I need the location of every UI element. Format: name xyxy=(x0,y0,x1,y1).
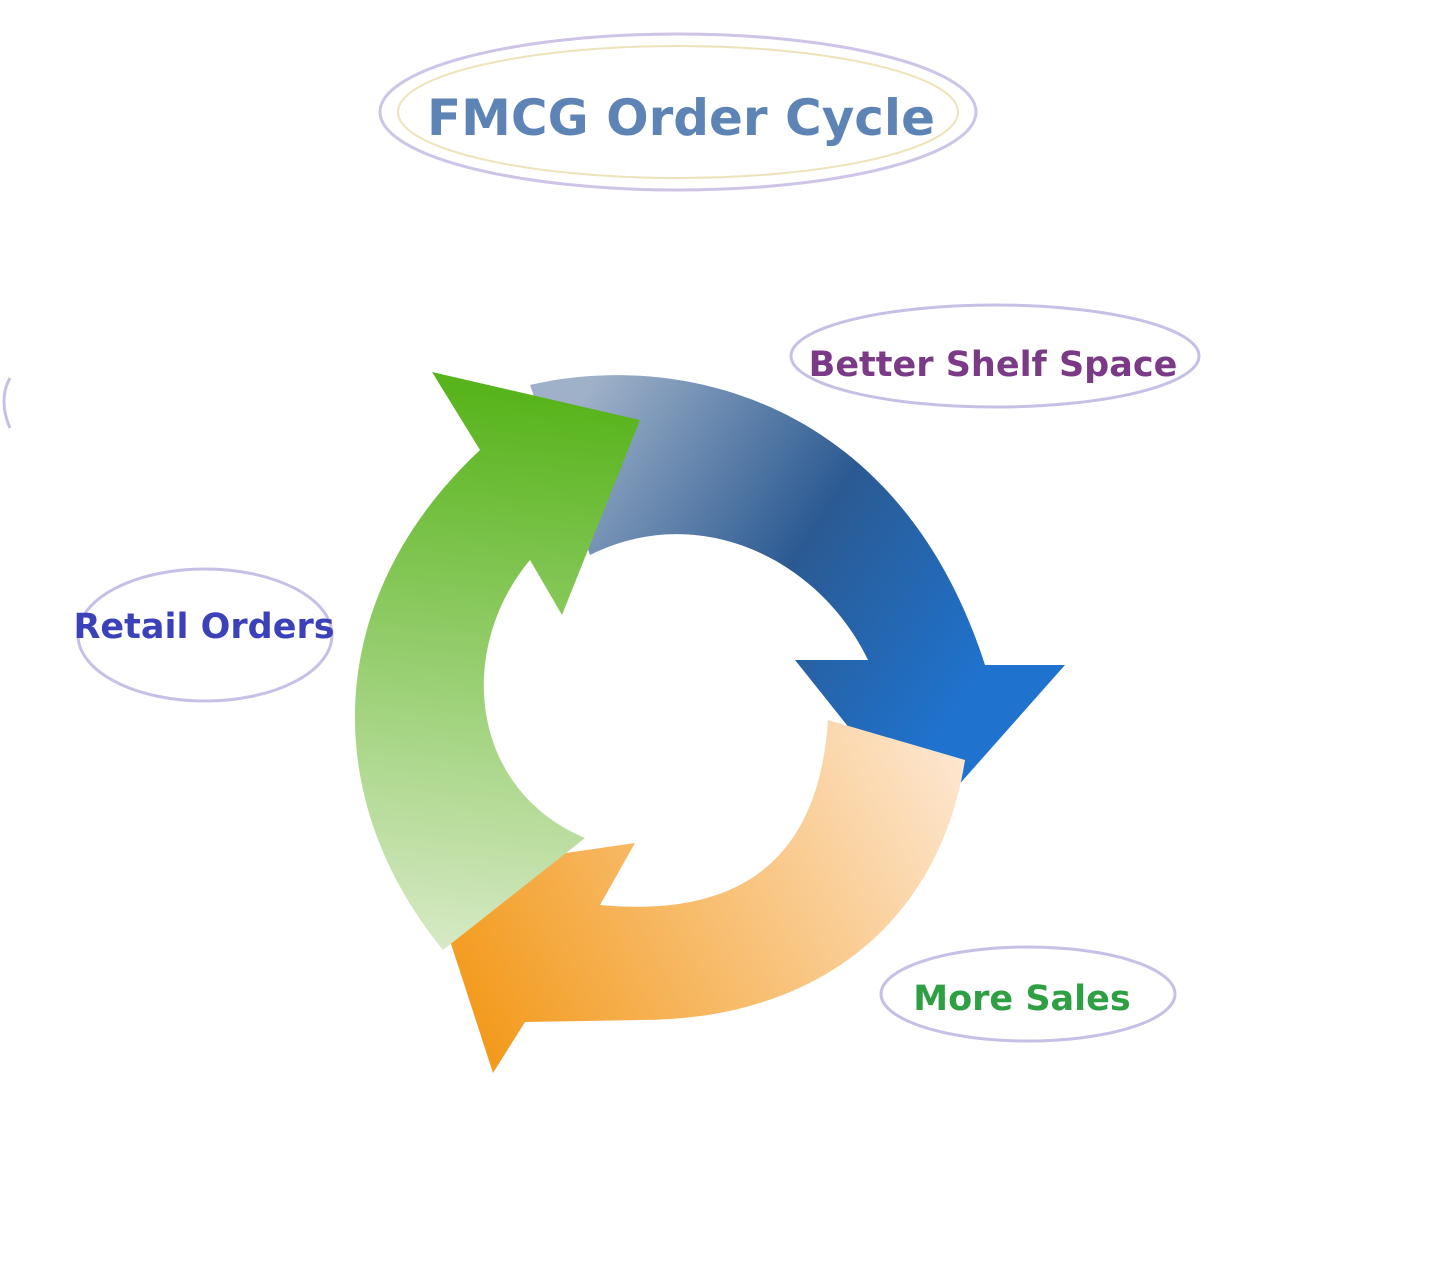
blue-arrow xyxy=(530,375,1065,823)
green-arrow xyxy=(354,372,640,950)
title-ellipse-outer xyxy=(378,32,978,192)
cropped-ellipse-fragment xyxy=(2,377,12,429)
node-ellipse xyxy=(76,567,334,703)
title-ellipse-inner xyxy=(397,45,959,179)
node-label-retail-orders: Retail Orders xyxy=(73,607,334,647)
node-retail-orders: Retail Orders xyxy=(73,567,335,703)
title-bubble: FMCG Order Cycle xyxy=(378,32,978,192)
node-label-more-sales: More Sales xyxy=(913,979,1130,1019)
node-ellipse xyxy=(789,303,1201,409)
diagram-title: FMCG Order Cycle xyxy=(427,89,935,147)
cycle-arrows xyxy=(354,372,1065,1073)
node-more-sales: More Sales xyxy=(879,945,1177,1043)
node-label-better-shelf-space: Better Shelf Space xyxy=(809,345,1178,385)
node-ellipse xyxy=(879,945,1177,1043)
node-better-shelf-space: Better Shelf Space xyxy=(789,303,1201,409)
orange-arrow xyxy=(428,720,965,1073)
